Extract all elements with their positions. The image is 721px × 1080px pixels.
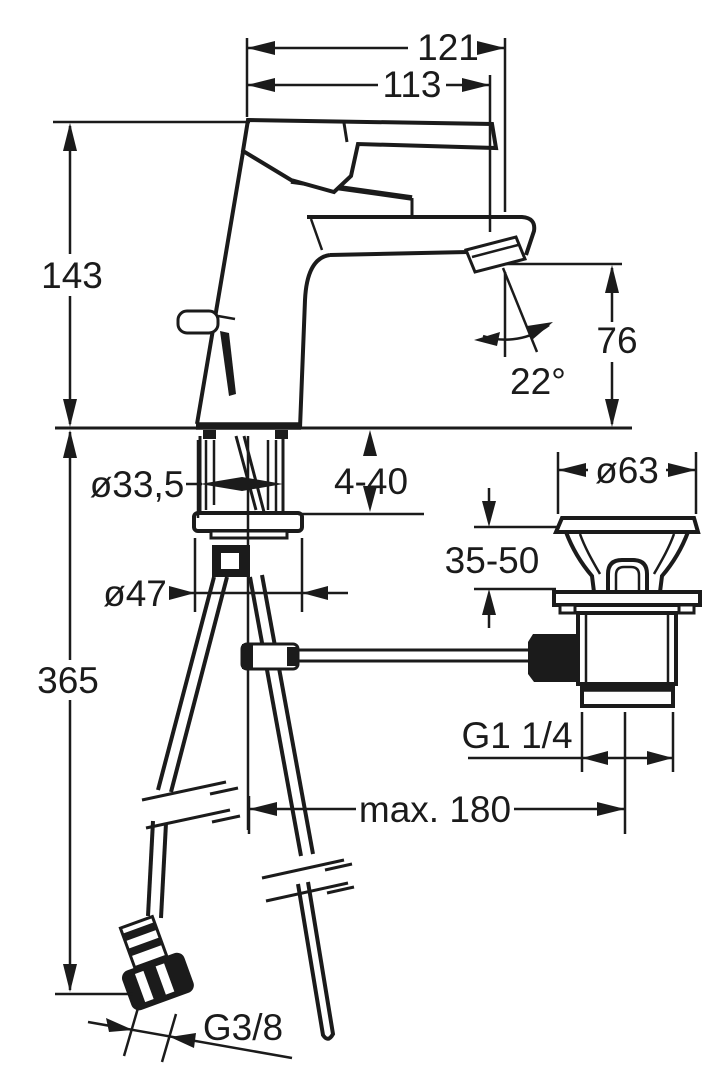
dimension-outlet-height: 76	[505, 262, 638, 427]
dimension-drain-thread: G1 1/4	[461, 712, 675, 772]
dimension-basin-thickness: 35-50	[445, 488, 560, 628]
threaded-shank	[198, 435, 285, 513]
break-mark	[141, 780, 227, 802]
dim-label-4-40: 4-40	[334, 461, 408, 502]
dim-label-g114: G1 1/4	[461, 715, 572, 756]
dim-label-113: 113	[383, 64, 442, 105]
dim-label-o63: ø63	[595, 450, 659, 491]
drain-body	[576, 611, 678, 686]
dimension-deck-thickness: 4-40	[298, 430, 424, 516]
dimension-supply-thread: G3/8	[87, 1007, 293, 1063]
dim-label-35-50: 35-50	[445, 540, 540, 581]
supply-hose-left	[118, 576, 241, 1011]
lever-handle	[240, 117, 499, 195]
body-right-edge	[298, 253, 331, 429]
dim-label-22deg: 22°	[510, 361, 566, 402]
drain-plug-stem	[606, 558, 649, 592]
dimension-overall-projection: 121	[245, 27, 507, 212]
spout-underside	[329, 250, 469, 257]
dim-label-g38: G3/8	[203, 1007, 283, 1048]
dim-label-76: 76	[596, 320, 637, 361]
drain-linkage-rod	[240, 642, 535, 671]
dim-label-o335: ø33,5	[90, 464, 185, 505]
drain-mid-flange	[552, 590, 702, 607]
dim-label-365: 365	[37, 660, 99, 701]
dimension-outlet-angle: 22°	[474, 267, 566, 402]
pop-up-knob	[176, 309, 236, 396]
dimension-length-below-deck: 365	[37, 430, 133, 996]
dimension-max-center-distance: max. 180	[247, 712, 627, 834]
dimension-flange-diameter: ø47	[103, 538, 348, 614]
dimension-drain-flange-diameter: ø63	[556, 450, 698, 514]
supply-nut-g38	[118, 914, 194, 1011]
spout-top-edge	[307, 215, 537, 256]
dim-label-121: 121	[417, 27, 479, 68]
drain-assembly	[528, 516, 702, 708]
dimension-shank-diameter: ø33,5	[90, 440, 283, 518]
dim-label-143: 143	[41, 255, 103, 296]
dim-label-o47: ø47	[103, 573, 167, 614]
break-mark	[261, 858, 345, 880]
body-left-edge	[195, 151, 245, 425]
dim-label-max180: max. 180	[359, 789, 511, 830]
mounting-nut	[212, 545, 250, 577]
aerator	[463, 235, 528, 274]
dimension-spout-projection: 113	[247, 64, 492, 232]
faucet-body	[195, 151, 537, 439]
drain-top-flange	[552, 516, 701, 534]
dimension-height-above-deck: 143	[41, 120, 250, 427]
drain-side-nut	[528, 634, 578, 682]
